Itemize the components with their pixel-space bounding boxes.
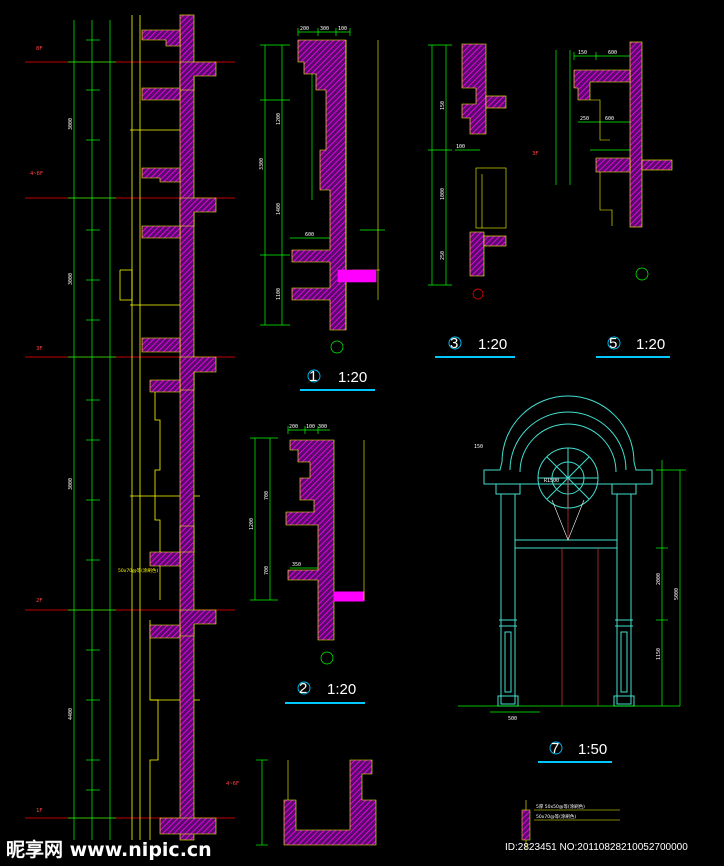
d5-scale: 1:20 xyxy=(636,336,665,353)
wall-profile xyxy=(141,14,217,841)
detail2-dims-lines xyxy=(250,426,330,601)
d5-number-circle xyxy=(607,336,621,350)
d1-dim-top-c: 100 xyxy=(338,26,347,32)
detail-7: 5000 2000 1150 150 500 R1500 7 1:50 xyxy=(458,395,686,763)
d7-dim-3: 1150 xyxy=(656,648,662,660)
arch-elevation xyxy=(483,395,653,707)
d1-scale: 1:20 xyxy=(338,369,367,386)
long-dimension-lines xyxy=(68,20,116,840)
d1-axis-bubble xyxy=(330,340,344,354)
d7-dim-1: 5000 xyxy=(674,588,680,600)
d5-dim-mid-b: 600 xyxy=(605,116,614,122)
detail1-profile xyxy=(291,39,347,331)
d2-dim-1: 700 xyxy=(264,491,270,500)
long-dim-3: 3000 xyxy=(68,478,74,490)
d5-axis-bubble xyxy=(635,267,649,281)
d3-number: 3 xyxy=(450,335,458,352)
arch-door-frame xyxy=(561,478,599,706)
lower-profile xyxy=(283,759,377,846)
long-dim-2: 3000 xyxy=(68,273,74,285)
d3-window xyxy=(475,167,507,229)
d1-dim-5: 1100 xyxy=(276,288,282,300)
d1-dim-1: 1200 xyxy=(276,113,282,125)
long-dim-4: 4400 xyxy=(68,708,74,720)
detail2-profile xyxy=(285,439,335,641)
d1-number-circle xyxy=(307,369,321,383)
d2-slab xyxy=(333,591,365,602)
detail-1: 200 300 100 1200 3300 1400 600 1100 1 1:… xyxy=(259,26,385,391)
d3-dim-2: 1000 xyxy=(440,188,446,200)
lower-dims-lines xyxy=(256,759,268,846)
d1-dim-3: 1400 xyxy=(276,203,282,215)
detail-5: 150 600 250 600 3F 5 1:20 xyxy=(532,41,673,358)
watermark-brand: 昵享网 www.nipic.cn xyxy=(6,838,212,861)
arch-radius-label: R1500 xyxy=(544,478,559,484)
d3-number-circle xyxy=(448,336,462,350)
d2-dim-2: 1200 xyxy=(249,518,255,530)
long-wall-section: 8F 4~6F 3F 2F 1F xyxy=(25,14,235,841)
detail7-dims-lines xyxy=(458,460,686,713)
watermark-id: ID:2823451 NO:20110828210052700000 xyxy=(505,842,688,853)
d7-dim-2: 2000 xyxy=(656,573,662,585)
wall-outlines xyxy=(119,15,200,840)
long-dim-1: 3000 xyxy=(68,118,74,130)
d2-dim-top-c: 300 xyxy=(318,424,327,430)
d1-dim-top-b: 300 xyxy=(320,26,329,32)
level-2f: 2F xyxy=(36,598,43,604)
note-1: 5厚 50x50@等(涂刷色) xyxy=(536,803,585,810)
level-8f: 8F xyxy=(36,46,43,52)
d5-dim-top-b: 600 xyxy=(608,50,617,56)
d2-number: 2 xyxy=(299,680,307,697)
detail5-profile xyxy=(573,41,673,228)
d2-axis-bubble xyxy=(320,651,334,665)
note-2: 50x70@等(涂刷色) xyxy=(536,813,576,820)
d7-number: 7 xyxy=(551,740,559,757)
lower-section: 4~6F xyxy=(226,759,377,846)
d5-level: 3F xyxy=(532,151,539,157)
level-4-6f: 4~6F xyxy=(30,171,43,177)
detail5-dims-lines xyxy=(555,50,639,185)
detail3-profile xyxy=(461,43,507,277)
d2-dim-top-a: 200 xyxy=(289,424,298,430)
d2-scale: 1:20 xyxy=(327,681,356,698)
detail3-dims-lines xyxy=(428,44,480,286)
detail-3: 150 1000 250 100 3 1:20 xyxy=(428,43,515,358)
level-1f: 1F xyxy=(36,808,43,814)
d3-dim-4: 100 xyxy=(456,144,465,150)
d7-scale: 1:50 xyxy=(578,741,607,758)
d1-dim-2: 3300 xyxy=(259,158,265,170)
level-3f: 3F xyxy=(36,346,43,352)
d2-number-circle xyxy=(297,681,311,695)
d7-dim-bottom: 500 xyxy=(508,716,517,722)
d1-dim-4: 600 xyxy=(305,232,314,238)
level-lines xyxy=(25,61,235,819)
d3-scale: 1:20 xyxy=(478,336,507,353)
detail1-dims-lines xyxy=(260,28,385,326)
watermark: 昵享网 www.nipic.cn ID:2823451 NO:201108282… xyxy=(6,838,688,861)
d7-dim-top: 150 xyxy=(474,444,483,450)
arch-scroll xyxy=(551,499,585,541)
d5-number: 5 xyxy=(609,335,617,352)
d2-dim-3: 350 xyxy=(292,562,301,568)
long-section-note: 50x70@等(涂刷色) xyxy=(118,567,158,574)
d2-dim-top-b: 100 xyxy=(306,424,315,430)
detail5-edges xyxy=(590,99,613,226)
detail1-edges xyxy=(337,40,380,330)
d1-number: 1 xyxy=(309,368,317,385)
d2-dim-4: 700 xyxy=(264,566,270,575)
d7-number-circle xyxy=(549,741,563,755)
d3-dim-1: 150 xyxy=(440,101,446,110)
bottom-right-notes: 5厚 50x50@等(涂刷色) 50x70@等(涂刷色) xyxy=(521,800,620,850)
d3-axis-bubble xyxy=(472,288,484,300)
d5-dim-mid: 250 xyxy=(580,116,589,122)
d5-dim-top-a: 150 xyxy=(578,50,587,56)
lower-level: 4~6F xyxy=(226,781,239,787)
detail-2: 200 100 300 700 1200 350 700 2 1:20 xyxy=(249,424,365,704)
d1-dim-top-a: 200 xyxy=(300,26,309,32)
d3-dim-3: 250 xyxy=(440,251,446,260)
